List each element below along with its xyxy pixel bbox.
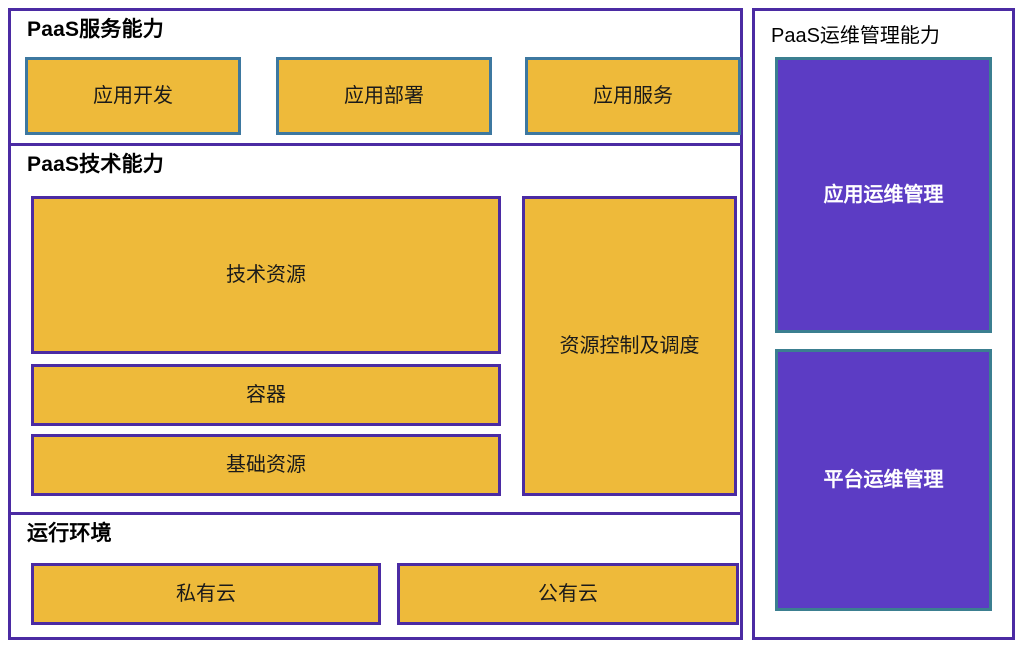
panel-title-paas-ops-management: PaaS运维管理能力 — [771, 25, 940, 47]
box-resource-control-and-scheduling[interactable]: 资源控制及调度 — [522, 196, 737, 496]
box-container[interactable]: 容器 — [31, 364, 501, 426]
paas-capability-panel: PaaS服务能力 应用开发 应用部署 应用服务 PaaS技术能力 技术资源 容器… — [8, 8, 743, 640]
box-application-development[interactable]: 应用开发 — [25, 57, 241, 135]
box-infrastructure-resources[interactable]: 基础资源 — [31, 434, 501, 496]
section-paas-service-capability: PaaS服务能力 应用开发 应用部署 应用服务 — [11, 11, 741, 146]
box-public-cloud[interactable]: 公有云 — [397, 563, 739, 625]
box-application-deployment[interactable]: 应用部署 — [276, 57, 492, 135]
box-platform-ops-management[interactable]: 平台运维管理 — [775, 349, 992, 611]
section-title-paas-technical-capability: PaaS技术能力 — [27, 153, 164, 176]
paas-ops-management-panel: PaaS运维管理能力 应用运维管理 平台运维管理 — [752, 8, 1015, 640]
box-private-cloud[interactable]: 私有云 — [31, 563, 381, 625]
box-application-ops-management[interactable]: 应用运维管理 — [775, 57, 992, 333]
box-application-service[interactable]: 应用服务 — [525, 57, 741, 135]
box-technical-resources[interactable]: 技术资源 — [31, 196, 501, 354]
section-title-paas-service-capability: PaaS服务能力 — [27, 18, 164, 41]
section-runtime-environment: 运行环境 私有云 公有云 — [11, 515, 740, 637]
section-title-runtime-environment: 运行环境 — [27, 522, 112, 545]
section-paas-technical-capability: PaaS技术能力 技术资源 容器 基础资源 资源控制及调度 — [11, 146, 740, 515]
